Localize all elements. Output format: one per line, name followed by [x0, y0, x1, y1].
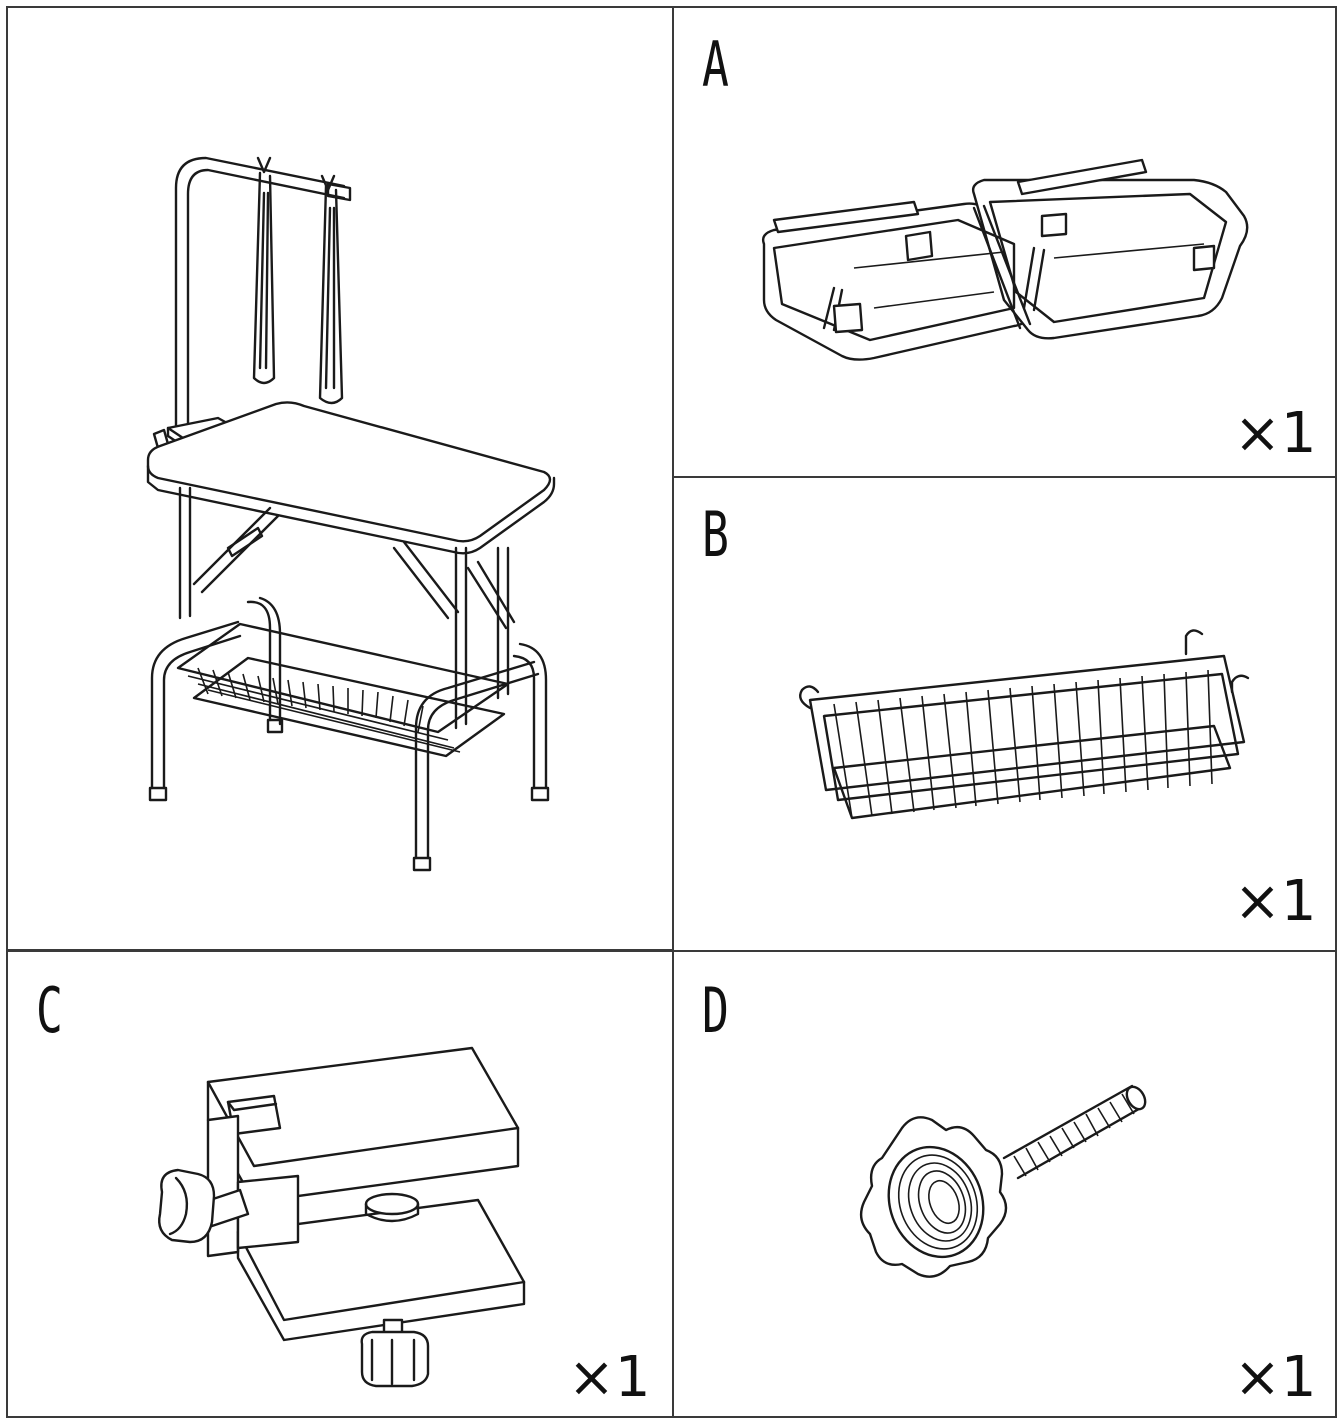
leg-right-rear — [514, 644, 546, 788]
part-d-quantity: ×1 — [1234, 1345, 1317, 1410]
part-b-quantity: ×1 — [1234, 869, 1317, 934]
bottom-knob-icon — [362, 1320, 428, 1386]
assembled-grooming-table-illustration — [8, 8, 676, 953]
part-b-label: B — [702, 498, 729, 571]
leg-front-left — [152, 622, 240, 788]
leg-bar-right — [1018, 160, 1146, 194]
arm-post — [176, 158, 344, 428]
hinge-bar — [974, 206, 1030, 328]
brace-mid — [394, 542, 458, 618]
star-knob-icon — [861, 1117, 1006, 1276]
basket-bottom — [834, 726, 1230, 818]
bracket-4 — [1194, 246, 1214, 270]
part-a-quantity: ×1 — [1234, 401, 1317, 466]
bolt-thread — [1004, 1084, 1149, 1178]
leg-back-right — [456, 548, 466, 728]
basket-wires — [188, 668, 460, 752]
part-d-panel: D ×1 — [672, 950, 1337, 1418]
wire-basket-illustration — [674, 478, 1339, 954]
bracket-2 — [1042, 214, 1066, 236]
leg-bar-left — [774, 202, 918, 232]
folded-table-frame-illustration — [674, 8, 1339, 480]
arm-clamp-illustration — [8, 952, 676, 1420]
brace-left — [194, 508, 278, 592]
part-b-panel: B ×1 — [672, 476, 1337, 952]
basket-top-rim — [810, 656, 1244, 790]
table-top — [148, 402, 550, 541]
bracket-1 — [906, 232, 932, 260]
basket-vertical-wires — [834, 670, 1212, 818]
part-c-panel: C ×1 — [6, 950, 674, 1418]
knob-bolt-illustration — [674, 952, 1339, 1420]
hook-right-1 — [1186, 630, 1202, 654]
leg-front-right — [416, 662, 538, 858]
bracket-3 — [834, 304, 862, 332]
brace-right — [468, 562, 514, 628]
part-a-panel: A ×1 — [672, 6, 1337, 478]
part-c-quantity: ×1 — [568, 1345, 651, 1410]
part-c-label: C — [36, 974, 63, 1047]
hook-left — [800, 686, 818, 708]
leg-middle — [248, 598, 280, 724]
loop-left — [254, 173, 274, 383]
side-knob-icon — [159, 1170, 248, 1242]
assembled-table-panel — [6, 6, 674, 951]
hook-right-2 — [1232, 676, 1248, 692]
leg-back-left — [180, 488, 190, 618]
part-a-label: A — [702, 28, 729, 101]
clamp-pad — [366, 1194, 418, 1214]
part-d-label: D — [702, 974, 729, 1047]
loop-right — [320, 186, 342, 403]
